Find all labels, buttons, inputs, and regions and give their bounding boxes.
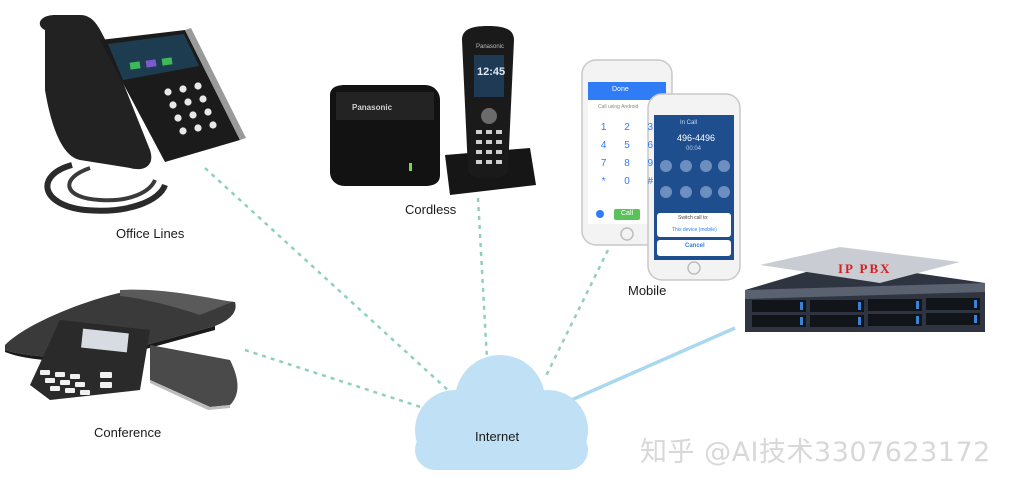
switch-call-option: This device (mobile) (672, 227, 717, 233)
label-office-lines: Office Lines (116, 226, 185, 241)
dial-key: 4 (600, 140, 607, 151)
dial-key: 7 (600, 158, 607, 169)
connection-lines (204, 167, 736, 412)
dial-key: 1 (600, 122, 607, 133)
label-mobile: Mobile (628, 283, 667, 298)
office-phone (39, 15, 246, 214)
pbx-server (745, 247, 985, 332)
pbx-link (559, 326, 736, 407)
label-internet: Internet (475, 429, 520, 444)
dial-key: 9 (647, 158, 654, 169)
base-brand: Panasonic (352, 103, 393, 112)
watermark: 知乎 @AI技术3307623172 (640, 437, 991, 468)
label-conference: Conference (94, 425, 162, 440)
dial-key: 3 (647, 122, 654, 133)
dial-key: 0 (624, 176, 630, 187)
dial-key: 6 (647, 140, 654, 151)
dial-key: 5 (624, 140, 630, 151)
office-link (204, 167, 451, 393)
dialer-status: Done (612, 86, 629, 93)
cordless-phones (330, 26, 536, 195)
handset-brand: Panasonic (476, 44, 505, 50)
dial-key: # (647, 176, 654, 187)
in-call-timer: 00:04 (686, 146, 702, 152)
dialpad: 1 2 3 4 5 6 7 8 9 * 0 # (592, 122, 662, 187)
switch-call-cancel: Cancel (685, 243, 705, 249)
label-ip-pbx: IP PBX (838, 261, 892, 276)
handset-time: 12:45 (477, 66, 506, 78)
label-cordless: Cordless (405, 202, 457, 217)
mobile-phones (581, 59, 741, 281)
conference-link (244, 348, 431, 412)
internet-cloud (415, 355, 588, 470)
call-button-label: Call (621, 210, 634, 217)
in-call-status: In Call (680, 120, 698, 126)
switch-call-title: Switch call to: (678, 215, 709, 221)
dial-key: 8 (624, 158, 630, 169)
cordless-link (476, 197, 490, 379)
dialer-placeholder: Call using Android (598, 104, 639, 110)
in-call-number: 496-4496 (677, 133, 716, 143)
mobile-link (543, 249, 610, 379)
conference-phone (5, 289, 238, 410)
dial-key: * (601, 176, 606, 187)
dial-key: 2 (624, 122, 630, 133)
